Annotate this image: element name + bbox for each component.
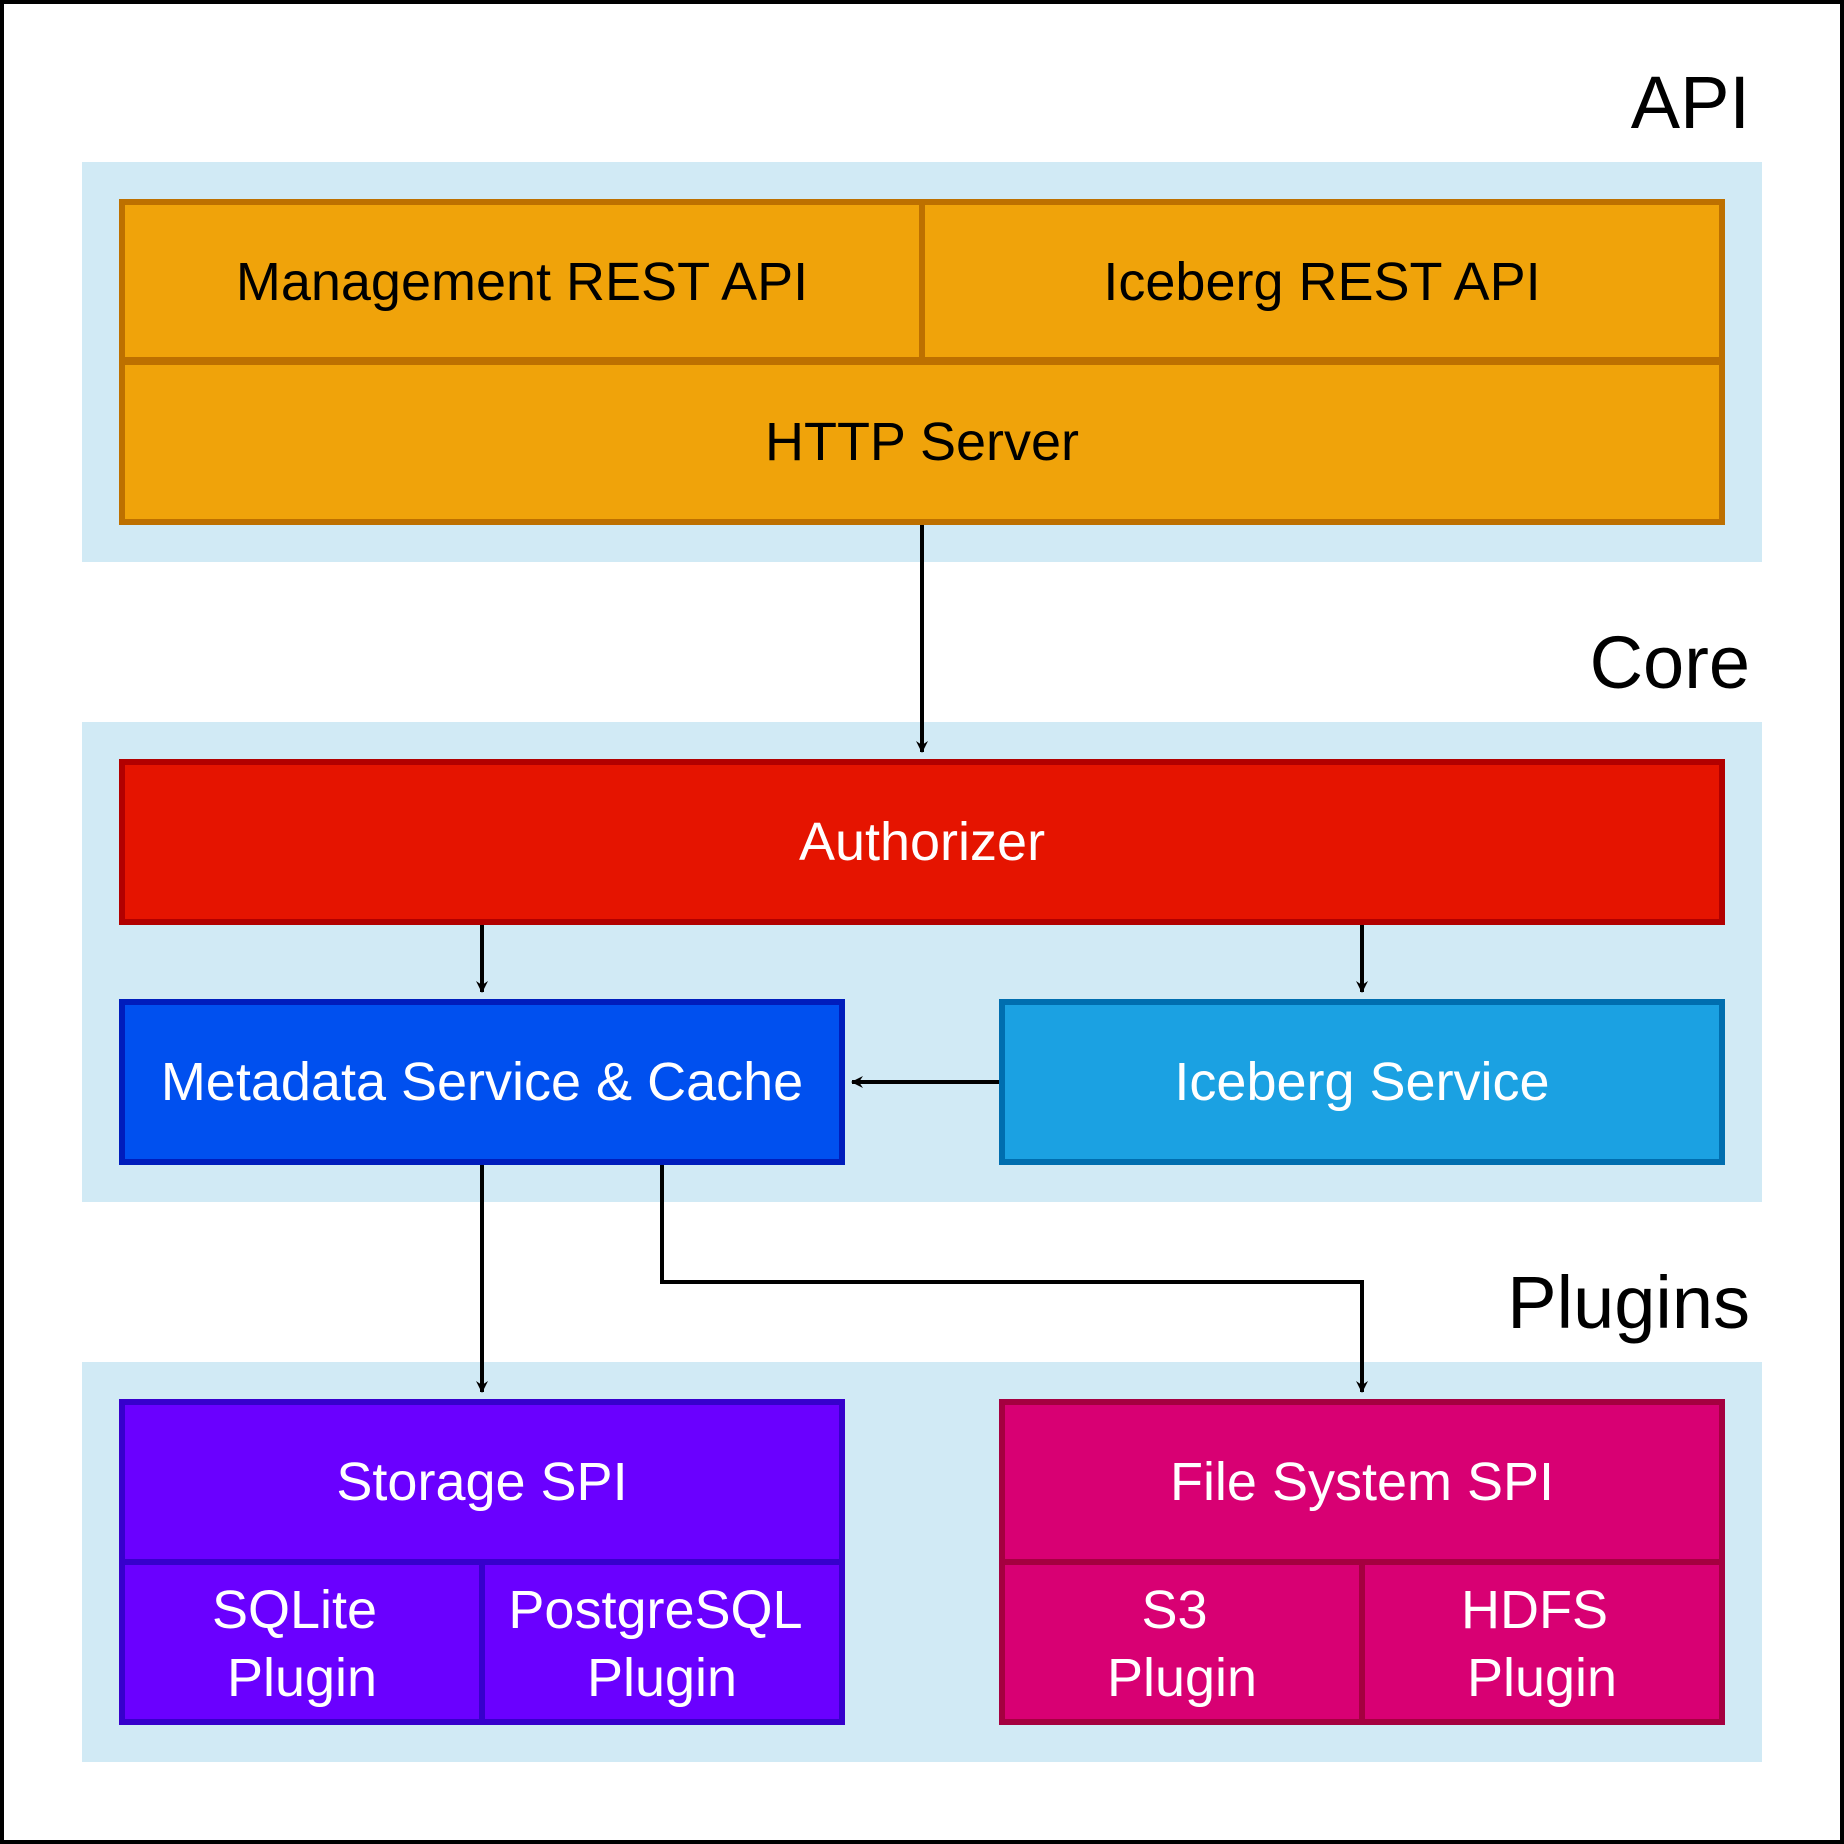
iceberg-rest-api-label: Iceberg REST API bbox=[1103, 252, 1540, 312]
filesystem-spi-box bbox=[999, 1399, 1725, 1565]
postgresql-plugin-box bbox=[479, 1559, 845, 1725]
postgresql-plugin-label: PostgreSQL Plugin bbox=[508, 1580, 815, 1708]
s3-plugin-box bbox=[999, 1559, 1365, 1725]
hdfs-plugin-label: HDFS Plugin bbox=[1461, 1580, 1623, 1708]
metadata-service-label: Metadata Service & Cache bbox=[161, 1052, 803, 1112]
iceberg-service-label: Iceberg Service bbox=[1174, 1052, 1549, 1112]
authorizer-box bbox=[119, 759, 1725, 925]
s3-plugin-label: S3 Plugin bbox=[1107, 1580, 1257, 1708]
storage-spi-box bbox=[119, 1399, 845, 1565]
hdfs-plugin-box bbox=[1359, 1559, 1725, 1725]
http-server-box bbox=[119, 359, 1725, 525]
http-server-label: HTTP Server bbox=[765, 412, 1079, 472]
filesystem-spi-label: File System SPI bbox=[1170, 1452, 1554, 1512]
sqlite-plugin-box bbox=[119, 1559, 485, 1725]
core-layer-title: Core bbox=[1590, 621, 1750, 704]
sqlite-plugin-label: SQLite Plugin bbox=[212, 1580, 392, 1708]
management-rest-api-label: Management REST API bbox=[236, 252, 808, 312]
api-layer-title: API bbox=[1631, 61, 1750, 144]
storage-spi-label: Storage SPI bbox=[336, 1452, 627, 1512]
iceberg-service-box bbox=[999, 999, 1725, 1165]
authorizer-label: Authorizer bbox=[799, 812, 1045, 872]
iceberg-rest-api-box bbox=[919, 199, 1725, 363]
arrow-metadata-service-to-filesystem-spi bbox=[660, 1165, 1368, 1393]
plugins-layer-title: Plugins bbox=[1507, 1261, 1750, 1344]
metadata-service-box bbox=[119, 999, 845, 1165]
